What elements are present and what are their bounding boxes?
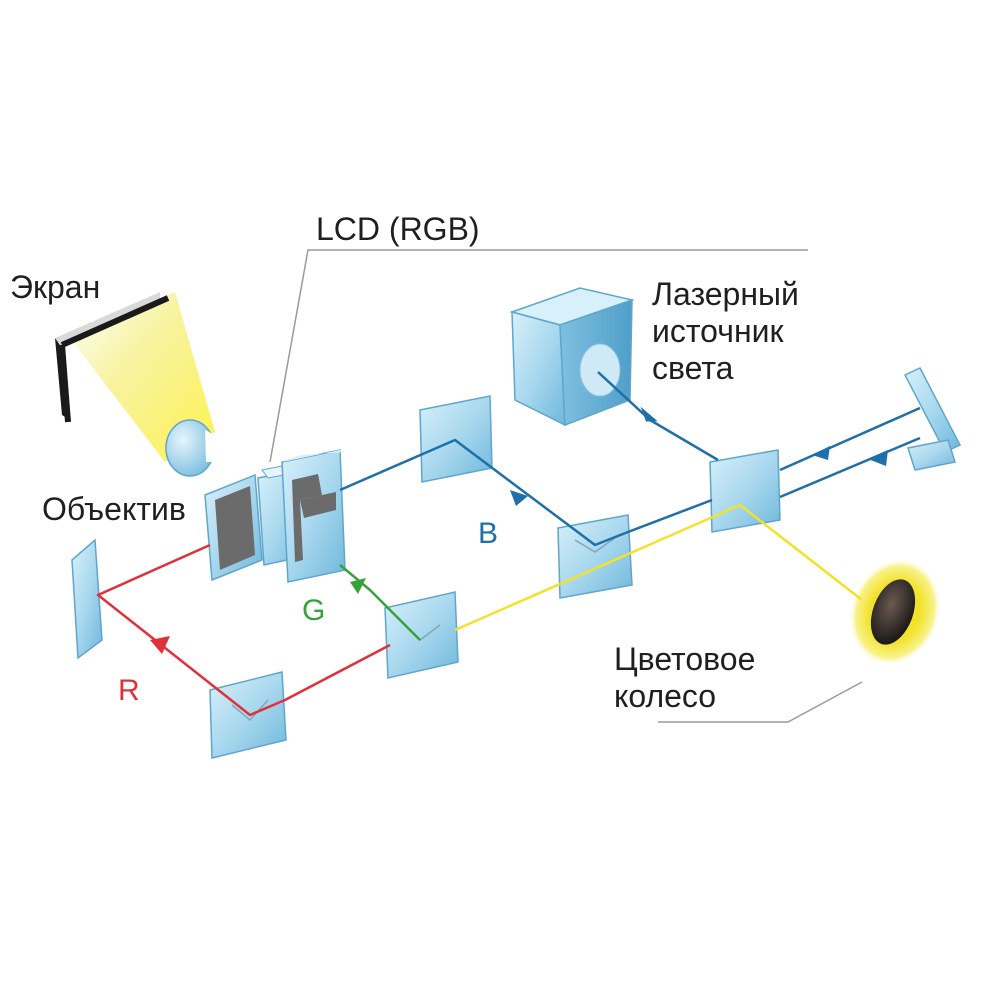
mirror-blue-top [419,395,493,483]
beam-splitter [709,449,781,533]
label-screen: Экран [10,269,100,305]
color-wheel-icon [848,558,942,666]
label-beam-r: R [118,674,140,707]
blue-beam-return-2 [779,436,921,499]
label-laser-3: света [652,350,734,386]
green-beam [339,564,421,641]
label-lcd: LCD (RGB) [316,211,480,247]
label-beam-g: G [302,594,325,627]
label-wheel-2: колесо [614,678,716,714]
mirror-red-left [71,538,103,660]
blue-beam-to-b [339,438,713,547]
red-beam [96,543,391,717]
beam-arrows [150,406,888,654]
lcd-leader-line [269,249,808,463]
objective-lens-icon [165,419,223,477]
label-laser-2: источник [652,313,784,349]
label-wheel-1: Цветовое [614,641,755,677]
arrow-green [350,578,366,594]
color-wheel-leader-line [658,681,863,723]
label-beam-b: B [478,517,498,550]
label-laser-1: Лазерный [652,276,799,312]
yellow-beam [454,503,863,632]
screen-icon [55,292,215,462]
arrow-return-2 [868,450,888,466]
lcd-rgb-assembly [204,449,346,583]
beams [96,371,921,717]
blue-beam-return-1 [779,406,921,472]
arrow-return-1 [812,446,830,460]
arrow-laser [640,406,658,422]
label-objective: Объектив [42,491,186,527]
retro-mirror-right [903,367,962,471]
arrow-blue-b [510,490,528,506]
laser-source-icon [509,287,635,427]
arrow-red [150,636,170,654]
dichroic-green [384,591,459,679]
